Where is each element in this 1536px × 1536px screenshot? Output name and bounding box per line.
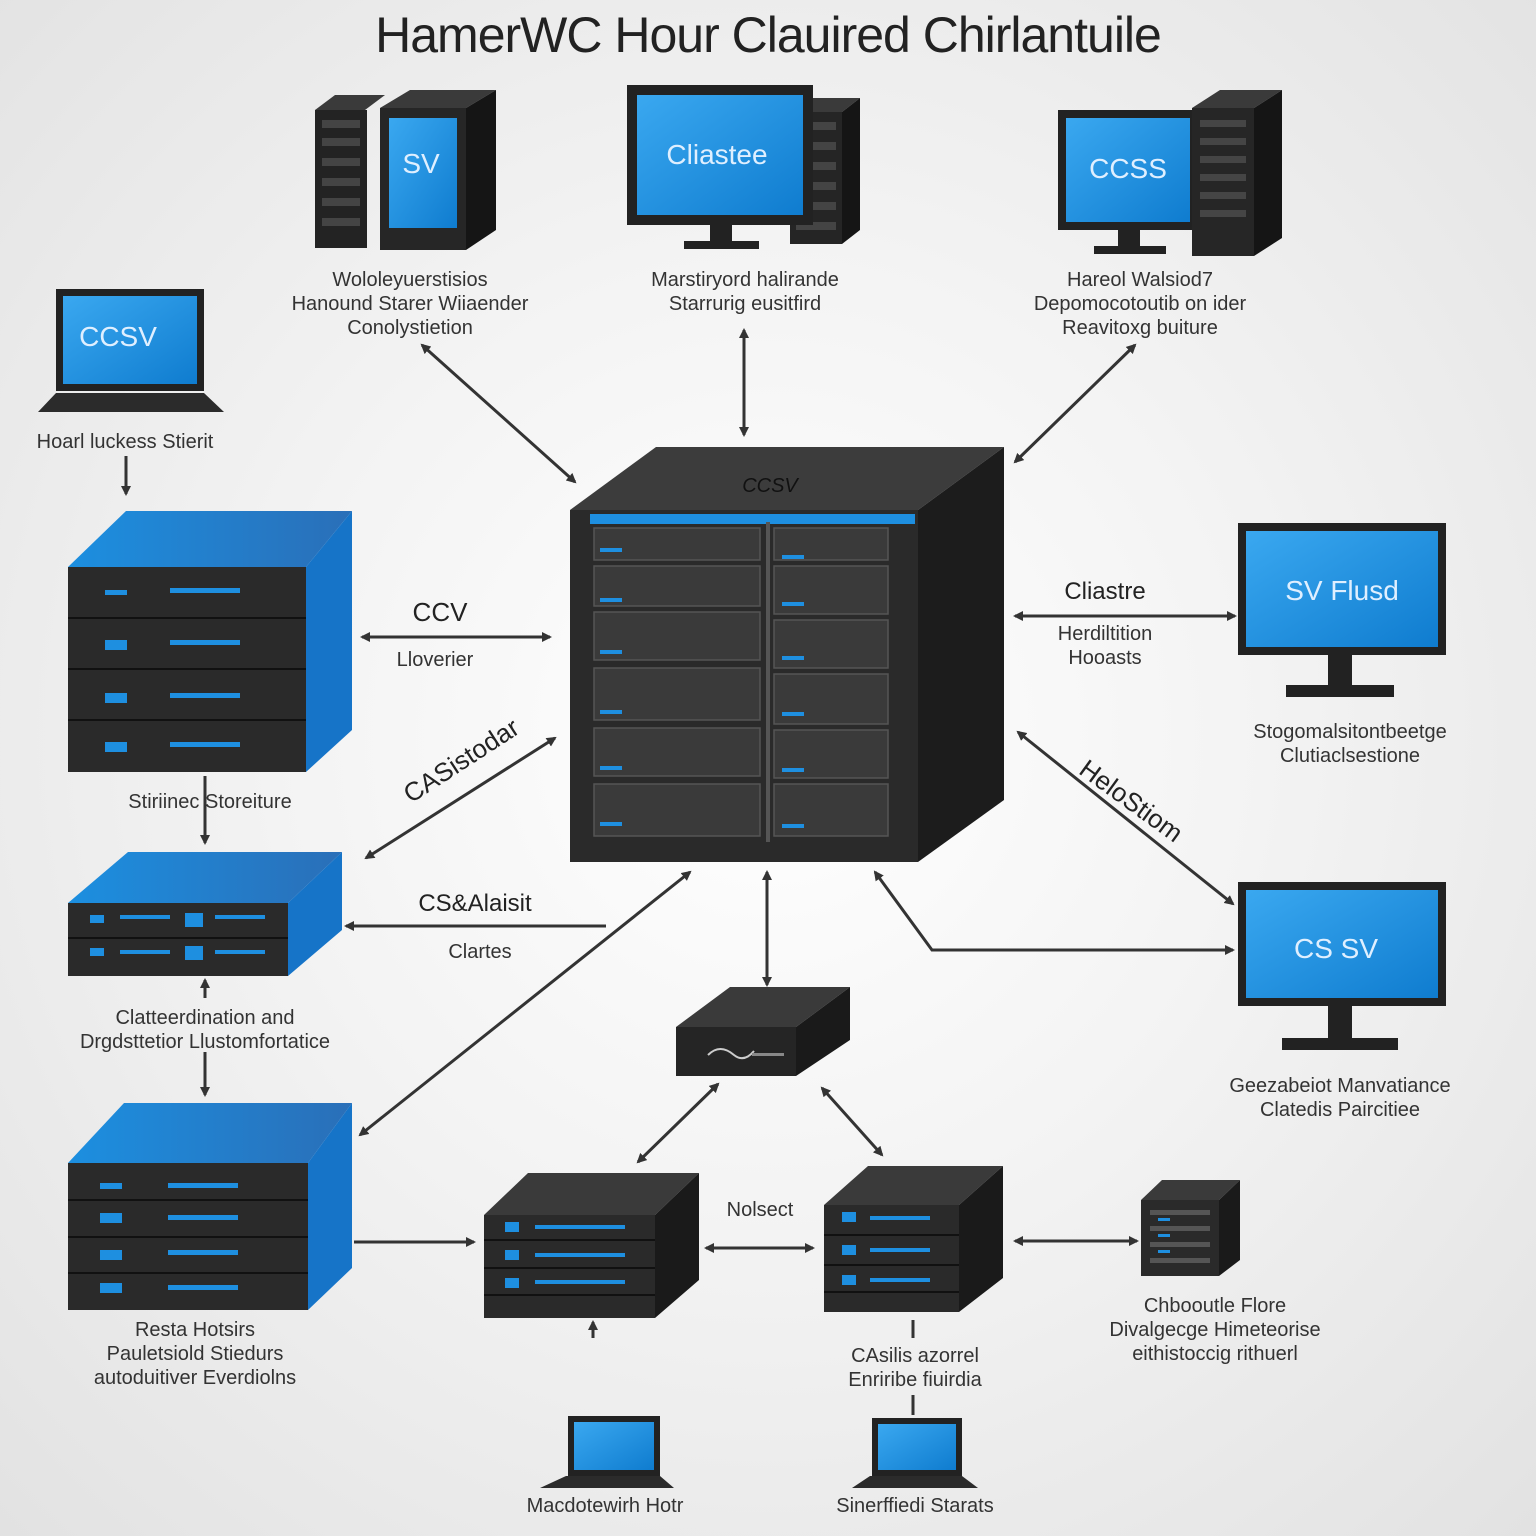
label-line: Lloverier: [396, 649, 474, 671]
top-left-screen-text: SV: [402, 148, 440, 179]
right-monitor-1: SV Flusd: [1238, 523, 1446, 697]
label-line: Herdiltition: [1057, 623, 1153, 645]
label-right-monitor-2: Geezabeiot Manvatiance Clatedis Pairciti…: [1210, 1074, 1470, 1122]
label-line: Hareol Walsiod7: [1067, 269, 1213, 291]
label-center-right-1: Cliastre: [1040, 580, 1170, 604]
label-line: Depomocotoutib on ider: [1033, 293, 1247, 315]
left-laptop: CCSV: [38, 289, 224, 412]
label-line: Hanound Starer Wiiaender: [291, 293, 529, 315]
label-right-monitor-1: Stogomalsitontbeetge Clutiaclsestione: [1220, 720, 1480, 768]
label-line: Clutiaclsestione: [1279, 745, 1421, 767]
bottom-server-b: [824, 1166, 1003, 1312]
label-center-right-diagonal: HeloStiom: [1074, 753, 1189, 848]
arrow-top-right: [1013, 343, 1137, 464]
arrow-left-4: [358, 870, 692, 1137]
left-laptop-screen-text: CCSV: [79, 321, 157, 352]
top-center-screen-text: Cliastee: [666, 139, 767, 170]
arrow-left-2: [364, 736, 557, 860]
label-line: Nolsect: [726, 1199, 794, 1221]
label-line: Conolystietion: [347, 317, 473, 339]
arrow-hub-left: [636, 1082, 720, 1164]
label-line: Resta Hotsirs: [134, 1319, 256, 1341]
label-line: Divalgecge Himeteorise: [1109, 1319, 1321, 1341]
label-line: Clartes: [448, 941, 512, 963]
label-center-left-diagonal: CASistodar: [398, 712, 525, 809]
label-left-laptop: Hoarl luckess Stierit: [20, 430, 230, 454]
label-line: autoduitiver Everdiolns: [93, 1367, 297, 1389]
label-line: Hooasts: [1068, 647, 1142, 669]
label-line: Pauletsiold Stiedurs: [106, 1343, 284, 1365]
top-center-computer: Cliastee: [627, 85, 860, 249]
label-line: Starrurig eusitfird: [668, 293, 822, 315]
top-right-computer: CCSS: [1058, 90, 1282, 256]
left-server-2: [68, 852, 342, 976]
label-line: Clatteerdination and: [115, 1007, 295, 1029]
label-line: Enriribe fiuirdia: [848, 1369, 982, 1391]
bottom-laptop-2: [852, 1418, 978, 1488]
label-line: Wololeyuerstisios: [332, 269, 488, 291]
label-line: Clatedis Paircitiee: [1259, 1099, 1421, 1121]
label-bottom-laptop-2: Sinerffiedi Starats: [810, 1494, 1020, 1518]
right-monitor-1-screen-text: SV Flusd: [1285, 575, 1399, 606]
label-center-left-3-sub: Clartes: [420, 940, 540, 964]
label-line: Geezabeiot Manvatiance: [1229, 1075, 1451, 1097]
network-hub: [676, 987, 850, 1076]
arrow-right-2: [1016, 730, 1235, 906]
label-top-center: Marstiryord halirande Starrurig eusitfir…: [600, 268, 890, 316]
top-left-computer: SV: [315, 90, 496, 250]
label-line: Marstiryord halirande: [651, 269, 839, 291]
label-left-server-1: Stiriinec Storeiture: [80, 790, 340, 814]
label-top-right: Hareol Walsiod7 Depomocotoutib on ider R…: [1010, 268, 1270, 340]
label-bottom-middle: Nolsect: [700, 1198, 820, 1222]
left-server-1: [68, 511, 352, 772]
bottom-server-c: [1141, 1180, 1240, 1276]
right-monitor-2: CS SV: [1238, 882, 1446, 1050]
label-bottom-laptop-1: Macdotewirh Hotr: [500, 1494, 710, 1518]
label-line: Drgdsttetior Llustomfortatice: [79, 1031, 331, 1053]
central-server: CCSV: [570, 447, 1004, 862]
top-right-screen-text: CCSS: [1089, 153, 1167, 184]
label-line: CAsilis azorrel: [851, 1345, 979, 1367]
label-line: Stogomalsitontbeetge: [1253, 721, 1447, 743]
label-line: CS&Alaisit: [418, 890, 532, 917]
label-line: eithistoccig rithuerl: [1132, 1343, 1298, 1365]
bottom-laptop-1: [540, 1416, 674, 1488]
label-top-left: Wololeyuerstisios Hanound Starer Wiiaend…: [270, 268, 550, 340]
arrow-right-3: [873, 870, 1235, 955]
label-line: CCV: [412, 597, 468, 627]
arrow-hub-right: [820, 1086, 884, 1157]
label-line: Chbooutle Flore: [1143, 1295, 1287, 1317]
connection-arrows: [121, 328, 1237, 1415]
label-line: Cliastre: [1064, 578, 1146, 605]
right-monitor-2-screen-text: CS SV: [1294, 933, 1378, 964]
label-line: Reavitoxg buiture: [1062, 317, 1218, 339]
left-server-3: [68, 1103, 352, 1310]
label-bottom-server-c: Chbooutle Flore Divalgecge Himeteorise e…: [1080, 1294, 1350, 1366]
label-line: Stiriinec Storeiture: [128, 791, 292, 813]
diagram-title: HamerWC Hour Clauired Chirlantuile: [375, 7, 1162, 63]
label-line: Sinerffiedi Starats: [836, 1495, 994, 1517]
label-center-left-1-sub: Lloverier: [370, 648, 500, 672]
label-line: Hoarl luckess Stierit: [36, 431, 214, 453]
label-line: Macdotewirh Hotr: [526, 1495, 684, 1517]
label-left-server-2: Clatteerdination and Drgdsttetior Llusto…: [30, 1006, 380, 1054]
label-center-left-3: CS&Alaisit: [400, 892, 550, 916]
label-center-right-1-sub: Herdiltition Hooasts: [1030, 622, 1180, 670]
label-left-server-3: Resta Hotsirs Pauletsiold Stiedurs autod…: [60, 1318, 330, 1390]
label-center-left-1: CCV: [380, 597, 500, 627]
label-bottom-server-b: CAsilis azorrel Enriribe fiuirdia: [810, 1344, 1020, 1392]
central-server-logo: CCSV: [742, 475, 799, 497]
arrow-top-left: [420, 343, 577, 484]
bottom-server-a: [484, 1173, 699, 1318]
